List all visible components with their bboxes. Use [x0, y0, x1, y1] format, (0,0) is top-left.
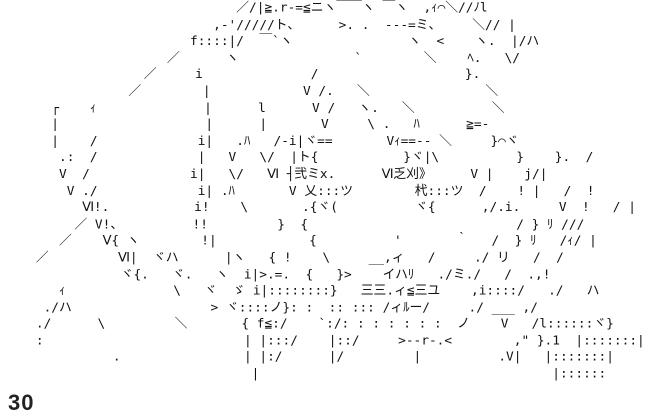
- page-number: 30: [8, 390, 35, 415]
- ascii-art-text: ／/|≧.r-=≦ニヽ￣￣ヽ ￣ヽ ,ｨ⌒＼//ﾉl ,-'/////ト、 >.…: [35, 0, 645, 381]
- ascii-art-illustration: ／/|≧.r-=≦ニヽ￣￣ヽ ￣ヽ ,ｨ⌒＼//ﾉl ,-'/////ト、 >.…: [35, 0, 645, 381]
